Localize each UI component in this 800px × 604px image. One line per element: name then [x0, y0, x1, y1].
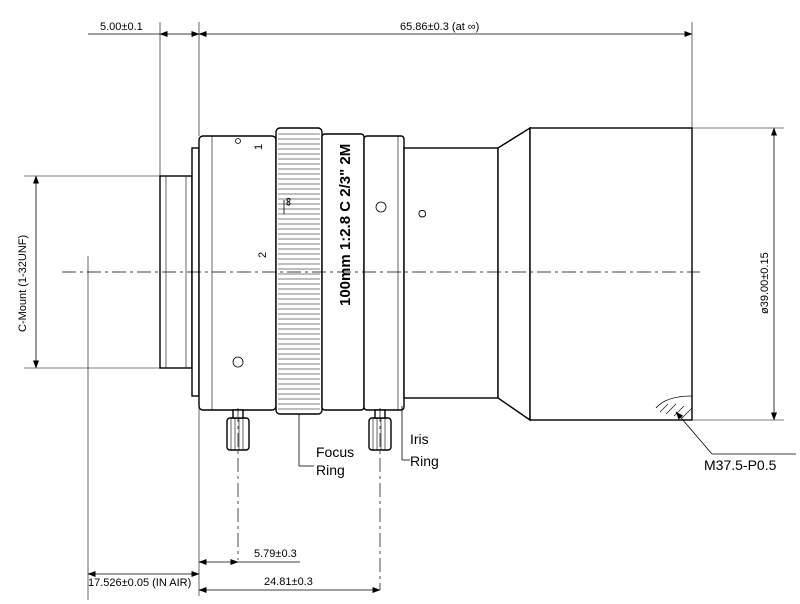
- dim-flange-offset: 5.00±0.1: [88, 21, 200, 176]
- focus-infinity-mark: ∞: [281, 197, 295, 206]
- dim-iris-screw: 24.81±0.3: [198, 576, 381, 593]
- focus-scale-2: 2: [257, 252, 269, 258]
- dim-c-mount: C-Mount (1-32UNF): [17, 175, 160, 369]
- svg-text:65.86±0.3 (at ∞): 65.86±0.3 (at ∞): [400, 21, 479, 33]
- mount-mark-circle: [232, 356, 244, 368]
- dim-front-diameter: ø39.00±0.15: [692, 127, 784, 421]
- dim-total-length: 65.86±0.3 (at ∞): [198, 21, 693, 128]
- lens-model-engraving: 100mm 1:2.8 C 2/3" 2M: [337, 144, 354, 306]
- svg-text:24.81±0.3: 24.81±0.3: [264, 576, 313, 588]
- svg-text:5.79±0.3: 5.79±0.3: [254, 548, 297, 560]
- svg-text:Ring: Ring: [410, 453, 439, 469]
- front-barrel: [529, 127, 693, 421]
- dim-back-focal: 17.526±0.05 (IN AIR): [87, 256, 200, 600]
- focus-ring-knurl: [278, 133, 320, 410]
- svg-text:Focus: Focus: [316, 444, 354, 460]
- svg-text:17.526±0.05 (IN AIR): 17.526±0.05 (IN AIR): [88, 577, 191, 589]
- focus-ring: [275, 127, 323, 415]
- lens-body: [159, 126, 693, 451]
- front-step-barrel: [403, 147, 499, 399]
- svg-text:Iris: Iris: [410, 431, 429, 447]
- leader-focus-ring: Focus Ring: [298, 414, 354, 478]
- leader-filter-thread: M37.5-P0.5: [675, 411, 796, 473]
- rear-barrel: [198, 135, 277, 411]
- rear-top-mark: [235, 138, 241, 144]
- focus-scale-1: 1: [253, 144, 265, 150]
- front-taper: [497, 126, 531, 422]
- iris-index-mark: O: [417, 209, 429, 218]
- dim-focus-screw: 5.79±0.3: [198, 396, 300, 596]
- svg-text:5.00±0.1: 5.00±0.1: [100, 21, 143, 33]
- filter-thread-section: [655, 395, 693, 409]
- leader-iris-ring: Iris Ring: [401, 406, 439, 469]
- svg-text:C-Mount (1-32UNF): C-Mount (1-32UNF): [17, 235, 29, 332]
- iris-mark-circle: [375, 201, 387, 213]
- svg-text:ø39.00±0.15: ø39.00±0.15: [759, 252, 771, 314]
- svg-text:M37.5-P0.5: M37.5-P0.5: [704, 457, 777, 473]
- svg-text:Ring: Ring: [316, 462, 345, 478]
